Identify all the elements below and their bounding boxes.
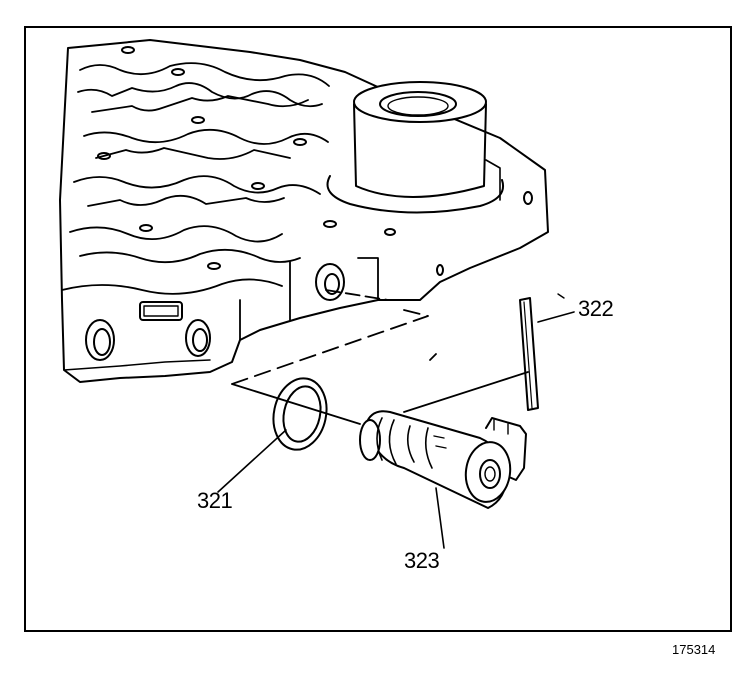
valve-body: [59, 39, 549, 383]
cylinder-boss: [326, 81, 504, 214]
solenoid-323: [359, 410, 527, 549]
callout-323: 323: [404, 548, 440, 573]
alignment-lines: [231, 289, 565, 425]
retainer-322: [519, 297, 575, 411]
figure-number: 175314: [672, 642, 716, 657]
illustration-frame: [24, 26, 732, 632]
callout-322: 322: [578, 296, 614, 321]
callout-321: 321: [197, 488, 233, 513]
seal-321: [217, 377, 328, 493]
